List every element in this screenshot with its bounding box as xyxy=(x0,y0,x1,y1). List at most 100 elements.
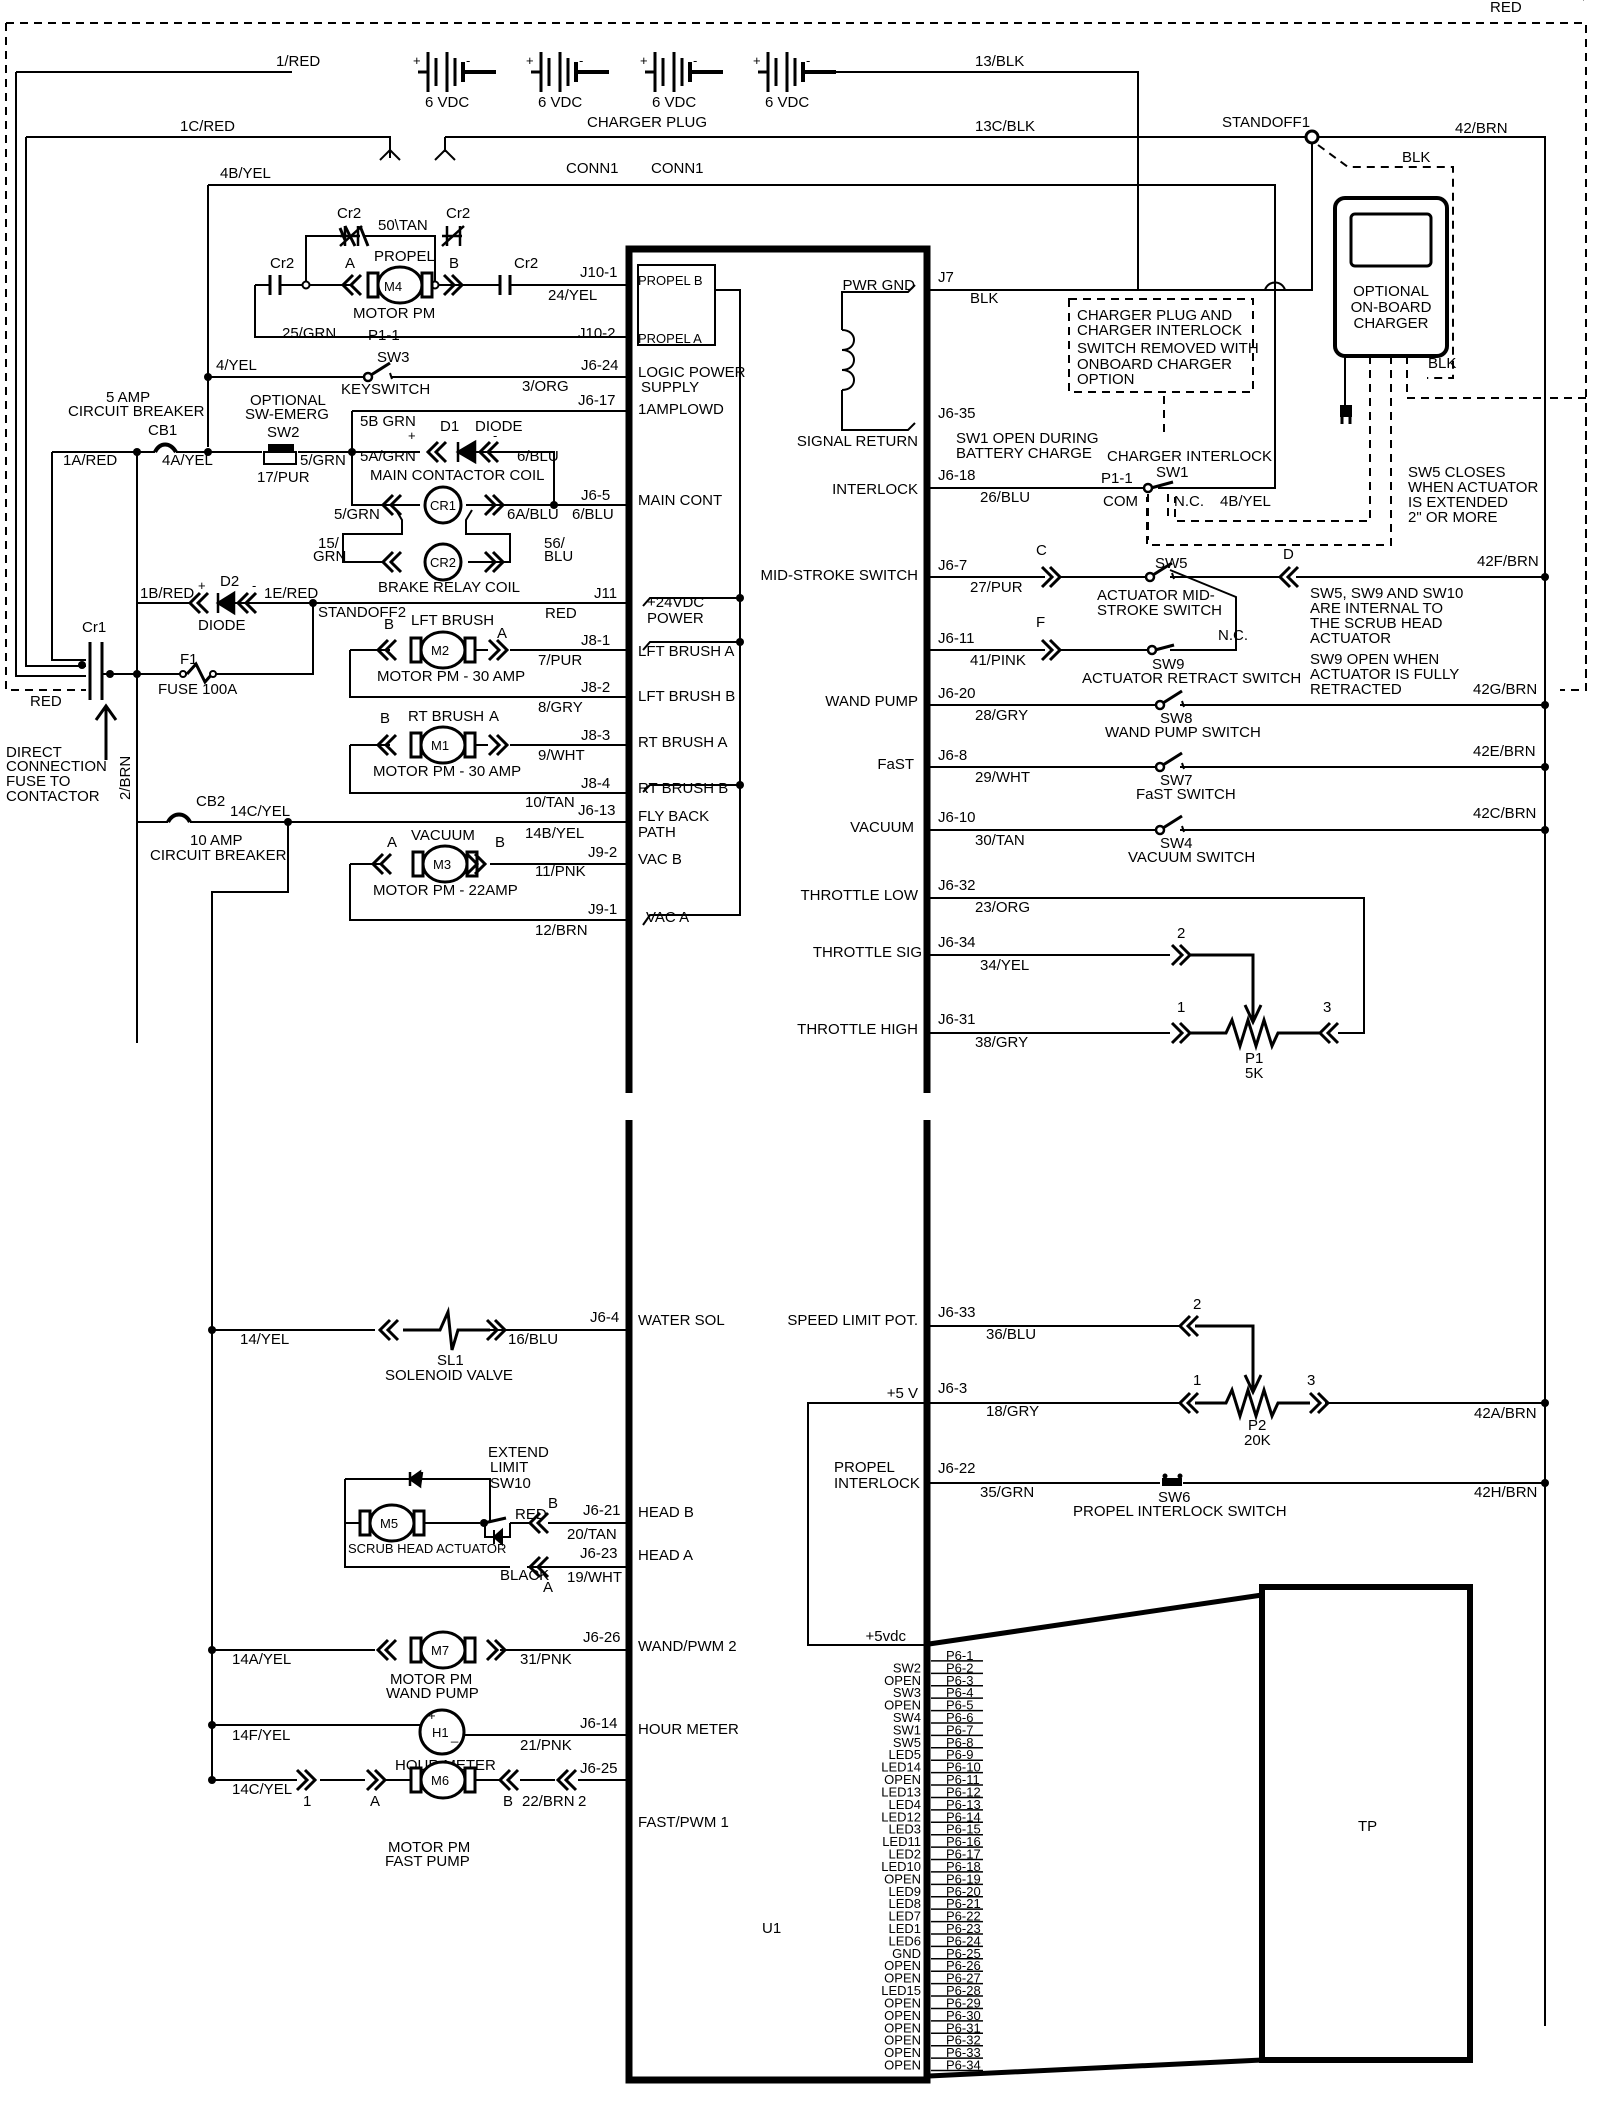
p6-pin-number: P6-9 xyxy=(946,1747,973,1762)
sw8-wand-pump-switch[interactable] xyxy=(1154,689,1186,711)
u1-pin-signal-return: SIGNAL RETURN xyxy=(797,433,918,450)
p6-pin-signal: LED13 xyxy=(881,1784,921,1799)
lft-brush-title: LFT BRUSH xyxy=(411,612,494,629)
cb2-breaker[interactable] xyxy=(166,812,192,824)
battery-cell-label: 6 VDC xyxy=(425,94,469,111)
cb2-id: CB2 xyxy=(196,793,225,810)
pin-j6-33: J6-33 xyxy=(938,1304,976,1321)
sl1-solenoid-valve xyxy=(403,1306,490,1351)
sw6-desc: PROPEL INTERLOCK SWITCH xyxy=(1073,1503,1287,1520)
p6-pin-signal: SW5 xyxy=(893,1735,921,1750)
sw10-extend-limit-switch[interactable] xyxy=(483,1516,511,1547)
u1-pin-fast: FaST xyxy=(877,756,914,773)
internal-note-1: SW5, SW9 AND SW10 xyxy=(1310,585,1463,602)
h1-minus: _ xyxy=(450,1728,459,1743)
sw5-note-1: SW5 CLOSES xyxy=(1408,464,1506,481)
sw4-vacuum-switch[interactable] xyxy=(1154,814,1186,836)
sw3-label: SW3 xyxy=(377,349,410,366)
m6-desc-1: MOTOR PM xyxy=(388,1839,470,1856)
pin-j6-21: J6-21 xyxy=(583,1502,621,1519)
wire-35-grn: 35/GRN xyxy=(980,1484,1034,1501)
vacuum-desc: MOTOR PM - 22AMP xyxy=(373,882,518,899)
u1-pin-propel: PROPEL xyxy=(834,1459,895,1476)
lft-brush-a: A xyxy=(497,625,507,642)
p6-pin-signal: SW3 xyxy=(893,1685,921,1700)
u1-pin-speed-limit: SPEED LIMIT POT. xyxy=(787,1312,918,1329)
p6-pin-signal: LED14 xyxy=(881,1760,921,1775)
charger-plug-label: CHARGER PLUG xyxy=(587,114,707,131)
wire-14a-yel: 14A/YEL xyxy=(232,1651,291,1668)
p6-pin-signal: OPEN xyxy=(884,2008,921,2023)
sw1-com: COM xyxy=(1103,493,1138,510)
wire-1c-red: 1C/RED xyxy=(180,118,235,135)
p2-pin-1: 1 xyxy=(1193,1372,1201,1389)
direct-connection-1: DIRECT xyxy=(6,744,62,761)
m7-id: M7 xyxy=(431,1643,449,1658)
u1-pin-vacuum: VACUUM xyxy=(850,819,914,836)
u1-pin-hour-meter: HOUR METER xyxy=(638,1721,739,1738)
sw9-retract-switch[interactable] xyxy=(1146,643,1175,656)
h1-hour-meter xyxy=(418,1708,466,1756)
wire-6a-blu: 6A/BLU xyxy=(507,506,559,523)
pin-j6-23: J6-23 xyxy=(580,1545,618,1562)
p6-pin-signal: LED12 xyxy=(881,1809,921,1824)
direct-connection-3: FUSE TO xyxy=(6,773,70,790)
wire-1c-red-path xyxy=(25,137,86,667)
sw2-emergency-switch[interactable] xyxy=(263,444,297,465)
propel-motor-name: PROPEL xyxy=(374,248,435,265)
wire-25-grn: 25/GRN xyxy=(282,325,336,342)
sw4-label: SW4 xyxy=(1160,835,1193,852)
p1-value: 5K xyxy=(1245,1065,1263,1082)
pin-j10-1: J10-1 xyxy=(580,264,618,281)
cb1-breaker[interactable] xyxy=(153,442,178,454)
p6-pin-signal: OPEN xyxy=(884,2020,921,2035)
d2-label: D2 xyxy=(220,573,239,590)
battery-plus: + xyxy=(413,53,421,68)
p6-pin-signal: LED11 xyxy=(882,1834,921,1849)
p6-pin-list: P6-1P6-2SW2P6-3OPENP6-4SW3P6-5OPENP6-6SW… xyxy=(881,1648,983,2073)
wire-4b-yel: 4B/YEL xyxy=(220,165,271,182)
charger-title-1: OPTIONAL xyxy=(1353,283,1429,300)
p6-pin-signal: OPEN xyxy=(884,1772,921,1787)
p2-pin-3: 3 xyxy=(1307,1372,1315,1389)
u1-pin-head-b: HEAD B xyxy=(638,1504,694,1521)
internal-note-4: ACTUATOR xyxy=(1310,630,1391,647)
charger-interlock-sw1[interactable] xyxy=(1142,480,1174,494)
cb1-id: CB1 xyxy=(148,422,177,439)
d2-diode-label: DIODE xyxy=(198,617,246,634)
sw8-desc: WAND PUMP SWITCH xyxy=(1105,724,1261,741)
u1-pin-water-sol: WATER SOL xyxy=(638,1312,725,1329)
p6-pin-number: P6-22 xyxy=(946,1909,981,1924)
charger-blk-side: BLK xyxy=(1428,355,1456,372)
retract-f: F xyxy=(1036,614,1045,631)
wire-31-pnk: 31/PNK xyxy=(520,1651,572,1668)
sw7-fast-switch[interactable] xyxy=(1154,751,1186,773)
p6-pin-number: P6-30 xyxy=(946,2008,981,2023)
u1-pin-1amplowd: 1AMPLOWD xyxy=(638,401,724,418)
p6-pin-signal: SW1 xyxy=(893,1722,921,1737)
battery-minus: - xyxy=(806,53,810,68)
u1-pin-interlock-2: INTERLOCK xyxy=(834,1475,920,1492)
cr2-coil-label: CR2 xyxy=(430,555,456,570)
wire-15-grn-2: GRN xyxy=(313,548,346,565)
tp-label: TP xyxy=(1358,1818,1377,1835)
actuator-black: BLACK xyxy=(500,1567,549,1584)
vacuum-title: VACUUM xyxy=(411,827,475,844)
p6-pin-number: P6-15 xyxy=(946,1822,981,1837)
sw6-propel-interlock-switch[interactable] xyxy=(1162,1473,1183,1487)
pin-j8-4: J8-4 xyxy=(581,775,610,792)
u1-pin-wand-pump: WAND PUMP xyxy=(825,693,918,710)
p1-pin-2: 2 xyxy=(1177,925,1185,942)
sw1-note-1: SW1 OPEN DURING xyxy=(956,430,1099,447)
u1-pin-main-cont: MAIN CONT xyxy=(638,492,722,509)
pin-j6-25: J6-25 xyxy=(580,1760,618,1777)
